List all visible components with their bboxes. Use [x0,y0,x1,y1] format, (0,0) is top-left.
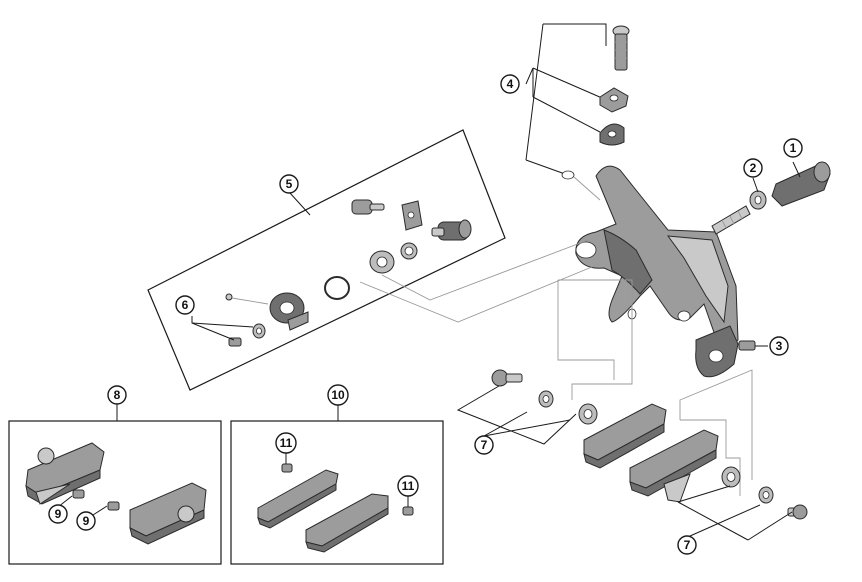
group-4-bracket [543,23,607,46]
svg-text:10: 10 [331,388,345,402]
shoe-fixing-nut [787,504,808,520]
group-5-frame [147,129,506,391]
svg-text:9: 9 [55,507,62,521]
callout-4: 4 [500,74,520,94]
callout-7-left: 7 [474,435,494,455]
callout-6: 6 [175,295,195,315]
brake-shoe-rear [629,429,719,503]
leader-7b [677,485,731,503]
cable-clamp-plate [401,200,423,231]
svg-text:4: 4 [507,77,514,91]
insert-screw-1 [281,463,293,473]
caliper-axle-bolt [711,205,751,235]
leader-5 [289,192,311,216]
callout-9-left: 9 [48,504,68,524]
caliper-arm-secondary [695,325,739,378]
callout-1: 1 [783,138,803,158]
svg-text:8: 8 [114,388,121,402]
brake-shoe-front [583,403,667,469]
svg-text:6: 6 [182,298,189,312]
svg-text:7: 7 [684,538,691,552]
svg-text:2: 2 [750,161,757,175]
callout-3: 3 [769,336,789,356]
svg-text:9: 9 [83,514,90,528]
callout-10: 10 [327,384,349,406]
caliper-arm-main [575,165,739,345]
insert-screw-2 [402,506,414,516]
pad-fixing-screw-1 [72,489,85,499]
adjuster-barrel [431,219,472,241]
callout-11-left: 11 [275,432,297,454]
pad-fixing-screw-2 [107,501,120,511]
svg-text:5: 5 [286,177,293,191]
svg-text:11: 11 [402,479,415,493]
brake-pad-insert-2 [305,493,389,553]
leader-6 [191,316,235,341]
svg-text:1: 1 [790,141,797,155]
callout-2: 2 [743,158,763,178]
spring-tension-screw [738,340,756,351]
svg-text:7: 7 [481,438,488,452]
group-10-box [230,420,444,565]
svg-text:11: 11 [280,436,293,450]
brake-shoe-holder-right [129,482,207,545]
callout-5: 5 [279,174,299,194]
lever-screw [228,337,242,347]
svg-text:3: 3 [776,339,783,353]
callout-8: 8 [107,385,127,405]
convex-washer [599,123,625,146]
group-8-box [8,420,222,565]
callout-7-right: 7 [677,535,697,555]
small-screw [225,293,269,305]
recessed-nut [771,161,831,207]
callout-9-right: 9 [76,511,96,531]
adjuster-bolt [351,199,385,215]
leader-7a [456,385,577,445]
small-washer-4 [561,170,575,180]
mounting-bolt [612,25,630,71]
quick-release-lever [269,292,309,331]
shoe-fixing-bolt [491,369,523,387]
brake-shoe-holder-left [25,442,105,505]
o-ring [324,276,350,300]
callout-11-right: 11 [397,475,419,497]
brake-pad-insert-1 [257,469,339,529]
nut-washer [749,190,767,210]
concave-washer [599,87,629,113]
